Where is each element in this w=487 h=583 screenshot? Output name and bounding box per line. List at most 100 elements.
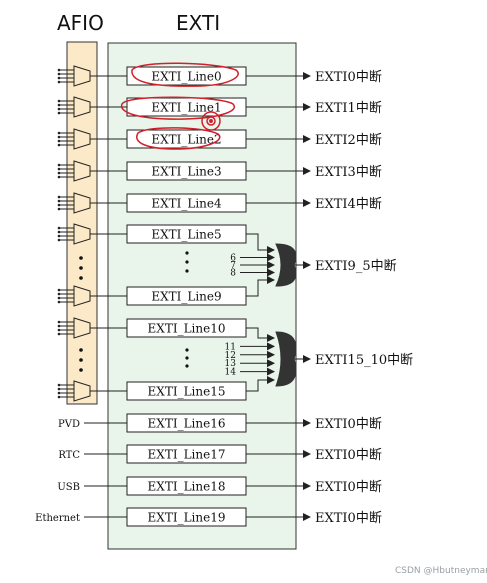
peripheral-input-label: RTC — [58, 450, 80, 461]
exti-line-label: EXTI_Line2 — [151, 133, 221, 147]
afio-mux-7 — [57, 317, 91, 339]
exti-line-box — [126, 318, 247, 338]
group-input-number: 14 — [225, 368, 237, 378]
exti-line-label: EXTI_Line18 — [148, 480, 226, 494]
group-interrupt-output-label: EXTI9_5中断 — [315, 259, 397, 274]
mux-input-dot — [57, 163, 61, 167]
mux-trapezoid — [73, 285, 91, 307]
connection-wires — [84, 72, 311, 521]
exti-line-label: EXTI_Line0 — [151, 70, 221, 84]
mux-trapezoid — [73, 65, 91, 87]
annotation-circle-line1 — [121, 96, 236, 120]
annotation-circle-line0 — [131, 62, 239, 87]
exti-line-boxes: EXTI_Line0EXTI_Line1EXTI_Line2EXTI_Line3… — [126, 66, 247, 527]
mux-trapezoid — [73, 380, 91, 402]
exti-line-label: EXTI_Line10 — [148, 322, 226, 336]
interrupt-output-label: EXTI3中断 — [315, 165, 382, 180]
mux-input-dot — [57, 207, 61, 211]
exti-line-box — [126, 161, 247, 181]
group-input-number: 13 — [225, 359, 237, 369]
mux-input-dot — [57, 296, 61, 300]
exti-line-label: EXTI_Line4 — [151, 197, 222, 211]
ellipsis-dot — [79, 348, 83, 352]
group-input-number: 12 — [225, 351, 236, 361]
mux-input-dot — [57, 131, 61, 135]
mux-input-dot — [57, 300, 61, 304]
mux-input-dot — [57, 80, 61, 84]
group-input-wire — [246, 376, 275, 392]
mux-trapezoid — [73, 160, 91, 182]
mux-input-dot — [57, 199, 61, 203]
mux-trapezoid — [73, 128, 91, 150]
afio-mux-5 — [57, 223, 91, 245]
watermark: CSDN @Hbutneymar — [395, 566, 487, 576]
mux-trapezoid — [73, 96, 91, 118]
exti-line-box — [126, 381, 247, 401]
mux-input-dot — [57, 383, 61, 387]
ellipsis-dot — [185, 364, 189, 368]
mux-input-dot — [57, 68, 61, 72]
mux-input-dot — [57, 76, 61, 80]
afio-mux-4 — [57, 192, 91, 214]
mux-input-dot — [57, 135, 61, 139]
mux-input-dot — [57, 72, 61, 76]
exti-line-box — [126, 66, 247, 86]
mux-input-dot — [57, 167, 61, 171]
mux-trapezoid — [73, 192, 91, 214]
group-input-wire — [246, 233, 275, 254]
mux-input-dot — [57, 175, 61, 179]
interrupt-output-label: EXTI0中断 — [315, 448, 382, 463]
mux-input-dot — [57, 107, 61, 111]
exti-line-label: EXTI_Line9 — [151, 290, 221, 304]
exti-line-box — [126, 193, 247, 213]
group-input-number: 11 — [225, 342, 236, 352]
peripheral-input-label: USB — [57, 482, 80, 493]
afio-title: AFIO — [57, 11, 104, 35]
ellipsis-dot — [79, 256, 83, 260]
interrupt-output-label: EXTI1中断 — [315, 101, 382, 116]
mux-input-dot — [57, 387, 61, 391]
ellipsis-dot — [185, 356, 189, 360]
exti-line-box — [126, 413, 247, 433]
afio-multiplexers — [57, 65, 91, 402]
interrupt-output-label: EXTI0中断 — [315, 511, 382, 526]
exti-line-box — [126, 476, 247, 496]
mux-input-dot — [57, 320, 61, 324]
ellipsis-dot — [185, 260, 189, 264]
mux-input-dot — [57, 195, 61, 199]
group-input-wire — [246, 327, 275, 342]
mux-input-dot — [57, 391, 61, 395]
mux-input-dot — [57, 230, 61, 234]
annotation-circle-line2 — [136, 127, 221, 150]
exti-line-label: EXTI_Line19 — [148, 511, 226, 525]
mux-input-dot — [57, 203, 61, 207]
afio-mux-1 — [57, 96, 91, 118]
exti-line-label: EXTI_Line17 — [148, 448, 226, 462]
exti-line-box — [126, 444, 247, 464]
mux-input-dot — [57, 395, 61, 399]
interrupt-output-label: EXTI0中断 — [315, 417, 382, 432]
interrupt-output-label: EXTI2中断 — [315, 133, 382, 148]
group-interrupt-output-label: EXTI15_10中断 — [315, 353, 413, 368]
exti-line-box — [126, 507, 247, 527]
interrupt-output-label: EXTI0中断 — [315, 70, 382, 85]
mux-input-dot — [57, 328, 61, 332]
annotation-target-outer — [201, 111, 221, 131]
red-annotations — [121, 62, 239, 150]
interrupt-output-label: EXTI0中断 — [315, 480, 382, 495]
group-input-wire — [246, 276, 275, 297]
group-input-number: 7 — [230, 261, 236, 271]
ellipsis-dot — [79, 276, 83, 280]
or-gate — [275, 331, 297, 387]
exti-title: EXTI — [176, 11, 220, 35]
group-input-number: 6 — [230, 254, 236, 264]
afio-mux-8 — [57, 380, 91, 402]
ellipsis-dot — [79, 368, 83, 372]
group-input-number: 8 — [230, 269, 236, 279]
exti-line-label: EXTI_Line3 — [151, 165, 221, 179]
mux-input-dot — [57, 288, 61, 292]
mux-input-dot — [57, 238, 61, 242]
mux-input-dot — [57, 292, 61, 296]
peripheral-input-label: PVD — [58, 419, 80, 430]
